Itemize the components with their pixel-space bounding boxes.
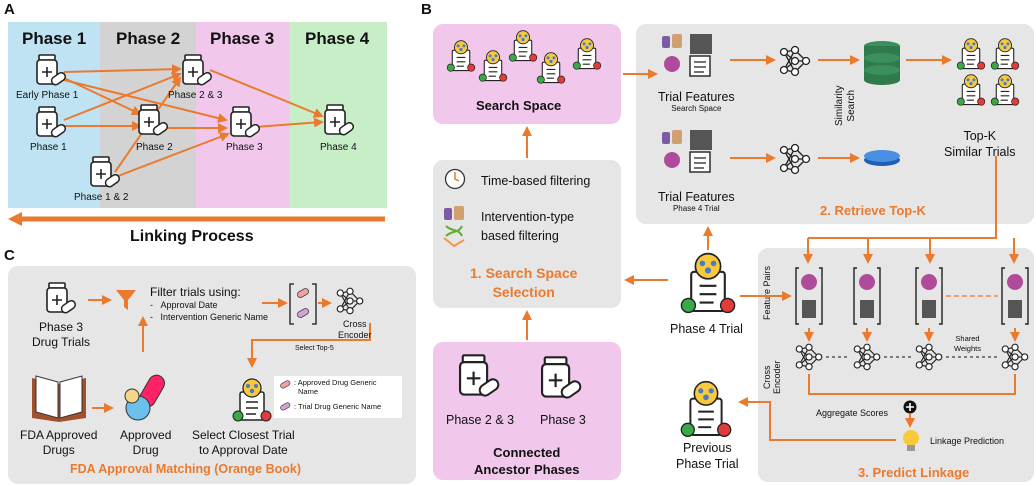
clock-icon bbox=[444, 168, 466, 190]
closest-trial-label: Select Closest Trial to Approval Date bbox=[192, 428, 295, 458]
node-phase2-3: Phase 2 & 3 bbox=[168, 90, 223, 101]
trial-features-p4-label: Trial Features Phase 4 Trial bbox=[658, 190, 735, 213]
time-filter-label: Time-based filtering bbox=[481, 174, 591, 188]
filter-item-2: - Intervention Generic Name bbox=[150, 312, 269, 322]
phase2-header: Phase 2 bbox=[116, 29, 181, 48]
database-icon bbox=[864, 41, 900, 85]
node-phase3: Phase 3 bbox=[226, 142, 263, 153]
filter-funnel-icon bbox=[116, 290, 136, 310]
previous-line2: Phase Trial bbox=[676, 457, 739, 471]
linkage-prediction-label: Linkage Prediction bbox=[930, 436, 1005, 446]
approved-line2: Drug bbox=[132, 443, 159, 457]
tf1-line2: Search Space bbox=[671, 104, 722, 113]
pill-legend bbox=[274, 376, 402, 418]
node-phase1: Phase 1 bbox=[30, 142, 67, 153]
phase3-drug-trials-label: Phase 3 Drug Trials bbox=[32, 320, 90, 350]
tf2-line2: Phase 4 Trial bbox=[672, 204, 720, 213]
phase3-header: Phase 3 bbox=[210, 29, 275, 48]
aggregate-scores-label: Aggregate Scores bbox=[816, 408, 889, 418]
node-phase4: Phase 4 bbox=[320, 142, 357, 153]
closest-line2: to Approval Date bbox=[198, 443, 288, 457]
fda-matching-footer: FDA Approval Matching (Orange Book) bbox=[70, 462, 302, 476]
linking-process-label: Linking Process bbox=[130, 228, 254, 245]
drug-pair-bracket-icon bbox=[289, 283, 317, 325]
panel-a-letter: A bbox=[4, 1, 15, 18]
intervention-filter-label: Intervention-type based filtering bbox=[481, 208, 574, 246]
fda-drugs-label: FDA Approved Drugs bbox=[20, 428, 97, 458]
sss-line2: Selection bbox=[492, 284, 555, 300]
node-early-phase1: Early Phase 1 bbox=[16, 90, 79, 101]
panel-b-letter: B bbox=[421, 1, 432, 18]
retrieve-topk-label: 2. Retrieve Top-K bbox=[820, 203, 926, 218]
connected-line1: Connected bbox=[493, 445, 561, 460]
filter-title: Filter trials using: bbox=[150, 285, 241, 299]
aggregate-plus-icon bbox=[903, 400, 917, 414]
approved-drug-label: Approved Drug bbox=[120, 428, 171, 458]
legend-trial-pill-icon bbox=[280, 402, 291, 411]
closest-line1: Select Closest Trial bbox=[192, 428, 295, 442]
interv-line1: Intervention-type bbox=[481, 210, 575, 224]
legend-approved-pill-icon bbox=[280, 380, 291, 389]
cross-c-line2: Encoder bbox=[338, 330, 372, 340]
node-phase1-2: Phase 1 & 2 bbox=[74, 192, 129, 203]
previous-line1: Previous bbox=[682, 441, 732, 455]
phase3-line1: Phase 3 bbox=[38, 320, 84, 334]
approved-line1: Approved bbox=[120, 428, 172, 442]
legend-trial-text: : Trial Drug Generic Name bbox=[294, 402, 382, 411]
node-phase2: Phase 2 bbox=[136, 142, 173, 153]
shared-line1: Shared bbox=[955, 334, 980, 343]
filter-item-1-text: Approval Date bbox=[160, 300, 218, 310]
topk-line1: Top-K bbox=[963, 129, 997, 143]
search-space-label: Search Space bbox=[476, 98, 562, 113]
connected-ancestors-label: Connected Ancestor Phases bbox=[474, 444, 580, 478]
fda-line1: FDA Approved bbox=[20, 428, 98, 442]
phase3-line2: Drug Trials bbox=[32, 335, 91, 349]
filter-item-1: - Approval Date bbox=[150, 300, 218, 310]
legend-approved-line2: Name bbox=[298, 387, 319, 396]
intervention-icon bbox=[443, 206, 465, 248]
predict-linkage-label: 3. Predict Linkage bbox=[858, 465, 970, 480]
ancestor-phase-a-label: Phase 2 & 3 bbox=[446, 413, 515, 427]
cross-encoder-c-label: Cross Encoder bbox=[338, 319, 372, 341]
topk-line2: Similar Trials bbox=[944, 145, 1016, 159]
panel-c-letter: C bbox=[4, 247, 15, 264]
approved-drug-pills-icon bbox=[124, 374, 165, 421]
lightbulb-icon bbox=[903, 430, 919, 451]
previous-phase-label: Previous Phase Trial bbox=[676, 440, 739, 472]
search-space-selection-label: 1. Search Space Selection bbox=[470, 264, 577, 302]
tf1-line1: Trial Features bbox=[658, 90, 735, 104]
select-top5-label: Select Top-5 bbox=[295, 345, 334, 352]
sss-line1: 1. Search Space bbox=[470, 265, 578, 281]
legend-approved-text: : Approved Drug Generic Name bbox=[294, 378, 377, 396]
topk-similar-label: Top-K Similar Trials bbox=[944, 128, 1016, 160]
fda-book-icon bbox=[32, 375, 86, 422]
trial-features-ss-label: Trial Features Search Space bbox=[658, 90, 735, 113]
connected-line2: Ancestor Phases bbox=[474, 462, 580, 477]
tf2-line1: Trial Features bbox=[658, 190, 735, 204]
phase4-header: Phase 4 bbox=[305, 29, 370, 48]
filter-item-2-text: Intervention Generic Name bbox=[160, 312, 269, 322]
query-disk-icon bbox=[864, 150, 900, 166]
ancestor-phase-b-label: Phase 3 bbox=[540, 413, 586, 427]
legend-approved-line1: : Approved Drug Generic bbox=[294, 378, 377, 387]
phase4-trial-label: Phase 4 Trial bbox=[670, 322, 743, 336]
shared-weights-label: Shared Weights bbox=[954, 334, 981, 354]
fda-line2: Drugs bbox=[42, 443, 75, 457]
interv-line2: based filtering bbox=[481, 229, 559, 243]
phase1-header: Phase 1 bbox=[22, 29, 87, 48]
cross-c-line1: Cross bbox=[343, 319, 367, 329]
filter-box bbox=[433, 160, 621, 308]
shared-line2: Weights bbox=[954, 344, 981, 353]
